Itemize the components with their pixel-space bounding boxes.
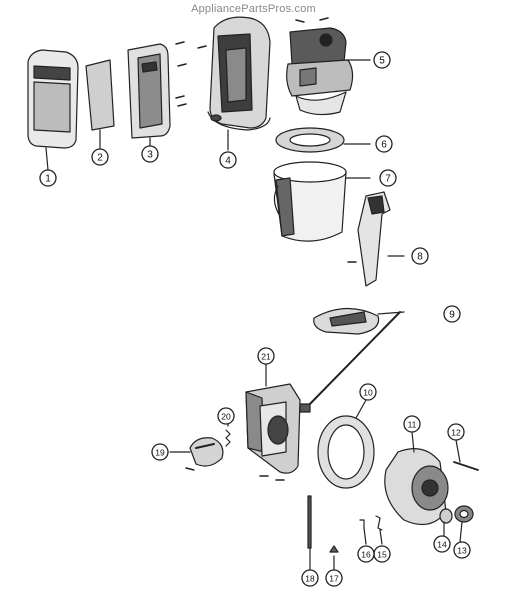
callout-number: 18 xyxy=(305,574,315,584)
callout-20: 20 xyxy=(217,407,235,425)
callout-circle xyxy=(373,51,391,69)
callout-7: 7 xyxy=(379,169,397,187)
callout-4: 4 xyxy=(219,151,237,169)
callout-number: 11 xyxy=(408,420,417,430)
callout-18: 18 xyxy=(301,569,319,587)
callout-number: 10 xyxy=(363,388,373,398)
part-9-base-plate xyxy=(313,307,405,335)
callout-circle xyxy=(91,148,109,166)
callout-19: 19 xyxy=(151,443,169,461)
part-11-motor xyxy=(384,431,449,526)
callout-number: 1 xyxy=(45,174,51,185)
part-7-dirt-cup xyxy=(273,161,371,242)
part-2-filter xyxy=(85,59,115,149)
callout-circle xyxy=(39,169,57,187)
callout-circle xyxy=(375,135,393,153)
callout-number: 21 xyxy=(261,352,271,362)
callout-3: 3 xyxy=(141,145,159,163)
callout-number: 5 xyxy=(379,56,385,67)
watermark: AppliancePartsPros.com xyxy=(191,3,316,15)
callout-circle xyxy=(411,247,429,265)
part-13-nut xyxy=(454,505,474,543)
part-19-knob xyxy=(169,437,224,471)
callout-number: 17 xyxy=(329,574,339,584)
callout-circle xyxy=(443,305,461,323)
callout-11: 11 xyxy=(403,415,421,433)
part-21-motor-housing xyxy=(245,363,301,481)
callout-number: 15 xyxy=(377,550,387,560)
callout-10: 10 xyxy=(359,383,377,401)
callout-circle xyxy=(379,169,397,187)
part-16-clip xyxy=(359,519,367,545)
callout-17: 17 xyxy=(325,569,343,587)
callout-circle xyxy=(447,423,465,441)
callout-circle xyxy=(357,545,375,563)
callout-8: 8 xyxy=(411,247,429,265)
callout-5: 5 xyxy=(373,51,391,69)
callout-12: 12 xyxy=(447,423,465,441)
screws-upper xyxy=(175,41,207,107)
part-14-washer xyxy=(439,508,453,537)
callout-14: 14 xyxy=(433,535,451,553)
callout-circle xyxy=(257,347,275,365)
callout-number: 13 xyxy=(457,546,467,556)
callout-21: 21 xyxy=(257,347,275,365)
callout-circle xyxy=(141,145,159,163)
callout-circle xyxy=(433,535,451,553)
callout-number: 20 xyxy=(221,412,231,422)
callout-9: 9 xyxy=(443,305,461,323)
callout-circle xyxy=(151,443,169,461)
callout-number: 16 xyxy=(361,550,371,560)
callout-number: 3 xyxy=(147,150,153,161)
callout-circle xyxy=(301,569,319,587)
callout-number: 8 xyxy=(417,252,423,263)
callout-number: 9 xyxy=(449,310,455,321)
part-12-shaft xyxy=(453,439,479,471)
part-1-front-cover xyxy=(27,49,79,171)
callout-number: 19 xyxy=(155,448,165,458)
callout-number: 7 xyxy=(385,174,391,185)
callout-number: 14 xyxy=(437,540,447,550)
part-4-main-housing xyxy=(207,16,271,151)
callout-15: 15 xyxy=(373,545,391,563)
callout-number: 6 xyxy=(381,140,387,151)
callout-2: 2 xyxy=(91,148,109,166)
callout-circle xyxy=(403,415,421,433)
callout-circle xyxy=(453,541,471,559)
callout-circle xyxy=(325,569,343,587)
part-8-spine xyxy=(347,191,405,287)
part-15-clip xyxy=(375,515,383,545)
part-18-rod xyxy=(307,495,312,571)
callout-6: 6 xyxy=(375,135,393,153)
part-10-ring xyxy=(317,399,375,489)
callout-number: 2 xyxy=(97,153,103,164)
part-3-filter-frame xyxy=(127,43,171,149)
callout-16: 16 xyxy=(357,545,375,563)
part-17-screw xyxy=(329,545,339,571)
callout-circle xyxy=(219,151,237,169)
part-6-seal xyxy=(275,127,371,153)
callout-number: 12 xyxy=(451,428,461,438)
callout-circle xyxy=(359,383,377,401)
part-5-cyclone-head xyxy=(286,17,371,116)
callout-number: 4 xyxy=(225,156,231,167)
callout-circle xyxy=(217,407,235,425)
callout-1: 1 xyxy=(39,169,57,187)
callout-13: 13 xyxy=(453,541,471,559)
